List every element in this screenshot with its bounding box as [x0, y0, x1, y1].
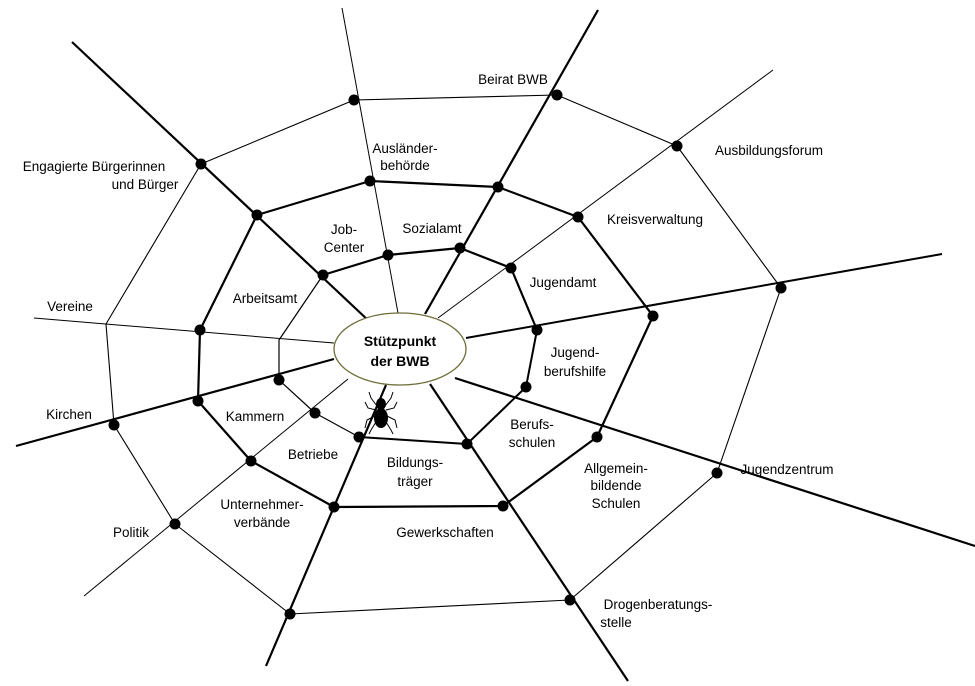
label-berufsschulen-1: Berufs-	[510, 417, 554, 432]
junction-dot	[671, 140, 683, 152]
inner-ring-lower	[358, 329, 538, 445]
spoke	[341, 7, 399, 314]
junction-dot	[273, 374, 285, 386]
spoke	[33, 317, 335, 344]
label-sozialamt: Sozialamt	[402, 221, 462, 236]
web-spokes	[15, 7, 975, 682]
junction-dot	[364, 175, 376, 187]
junction-dot	[505, 262, 517, 274]
middle-ring	[196, 179, 655, 509]
spoke	[264, 384, 388, 667]
junction-dot	[108, 419, 120, 431]
junction-dot	[647, 310, 659, 322]
label-jugendamt: Jugendamt	[530, 275, 597, 290]
label-bildungstraeger-2: träger	[397, 474, 433, 489]
junction-dot	[192, 395, 204, 407]
label-berufsschulen-2: schulen	[509, 435, 556, 450]
junction-dot	[195, 158, 207, 170]
junction-dot	[564, 594, 576, 606]
label-jugendberufshilfe-2: berufshilfe	[544, 364, 606, 379]
web-junctions	[108, 89, 787, 620]
spoke	[454, 376, 975, 548]
spoke	[437, 69, 774, 319]
label-ausbildungsforum: Ausbildungsforum	[715, 143, 823, 158]
junction-dot	[454, 242, 466, 254]
junction-dot	[461, 438, 473, 450]
spoke	[429, 383, 629, 682]
label-beirat-bwb: Beirat BWB	[478, 72, 548, 87]
junction-dot	[251, 209, 263, 221]
junction-dot	[245, 455, 257, 467]
spoke	[465, 253, 943, 339]
label-unternehmerverbaende-1: Unternehmer-	[220, 497, 303, 512]
junction-dot	[497, 500, 509, 512]
label-politik: Politik	[113, 525, 149, 540]
junction-dot	[169, 518, 181, 530]
label-kreisverwaltung: Kreisverwaltung	[607, 212, 703, 227]
junction-dot	[284, 608, 296, 620]
label-betriebe: Betriebe	[288, 447, 338, 462]
junction-dot	[775, 282, 787, 294]
label-kirchen: Kirchen	[46, 407, 92, 422]
junction-dot	[353, 431, 365, 443]
label-auslaenderbehoerde-2: behörde	[380, 158, 430, 173]
label-jugendzentrum: Jugendzentrum	[740, 462, 833, 477]
junction-dot	[591, 431, 603, 443]
label-jobcenter-2: Center	[324, 240, 365, 255]
label-drogenberatungsstelle-1: Drogenberatungs-	[604, 597, 713, 612]
junction-dot	[520, 381, 532, 393]
label-allgemeinbildende-1: Allgemein-	[584, 461, 648, 476]
label-engagierte-2: und Bürger	[112, 177, 179, 192]
label-kammern: Kammern	[226, 409, 285, 424]
junction-dot	[194, 324, 206, 336]
label-jugendberufshilfe-1: Jugend-	[551, 345, 600, 360]
label-unternehmerverbaende-2: verbände	[234, 515, 290, 530]
label-allgemeinbildende-3: Schulen	[592, 496, 641, 511]
junction-dot	[492, 181, 504, 193]
spoke	[15, 357, 335, 448]
label-drogenberatungsstelle-2: stelle	[600, 615, 632, 630]
junction-dot	[551, 89, 563, 101]
center-node	[333, 312, 467, 386]
spider-icon	[364, 391, 398, 435]
junction-dot	[711, 467, 723, 479]
label-arbeitsamt: Arbeitsamt	[233, 291, 298, 306]
junction-dot	[348, 94, 360, 106]
label-vereine: Vereine	[47, 299, 93, 314]
node-labels: Beirat BWB Ausländer- behörde Engagierte…	[23, 72, 834, 630]
junction-dot	[382, 249, 394, 261]
outer-ring	[105, 94, 782, 615]
label-bildungstraeger-1: Bildungs-	[387, 455, 443, 470]
spoke	[424, 9, 599, 315]
junction-dot	[317, 269, 329, 281]
junction-dot	[531, 324, 543, 336]
spoke	[83, 378, 349, 597]
center-label-line1: Stützpunkt	[364, 333, 437, 349]
label-gewerkschaften: Gewerkschaften	[396, 525, 494, 540]
junction-dot	[309, 407, 321, 419]
label-jobcenter-1: Job-	[331, 222, 357, 237]
junction-dot	[328, 501, 340, 513]
junction-dot	[572, 211, 584, 223]
label-engagierte-1: Engagierte Bürgerinnen	[23, 159, 166, 174]
center-label-line2: der BWB	[370, 353, 429, 369]
label-allgemeinbildende-2: bildende	[590, 478, 641, 493]
label-auslaenderbehoerde-1: Ausländer-	[372, 141, 437, 156]
